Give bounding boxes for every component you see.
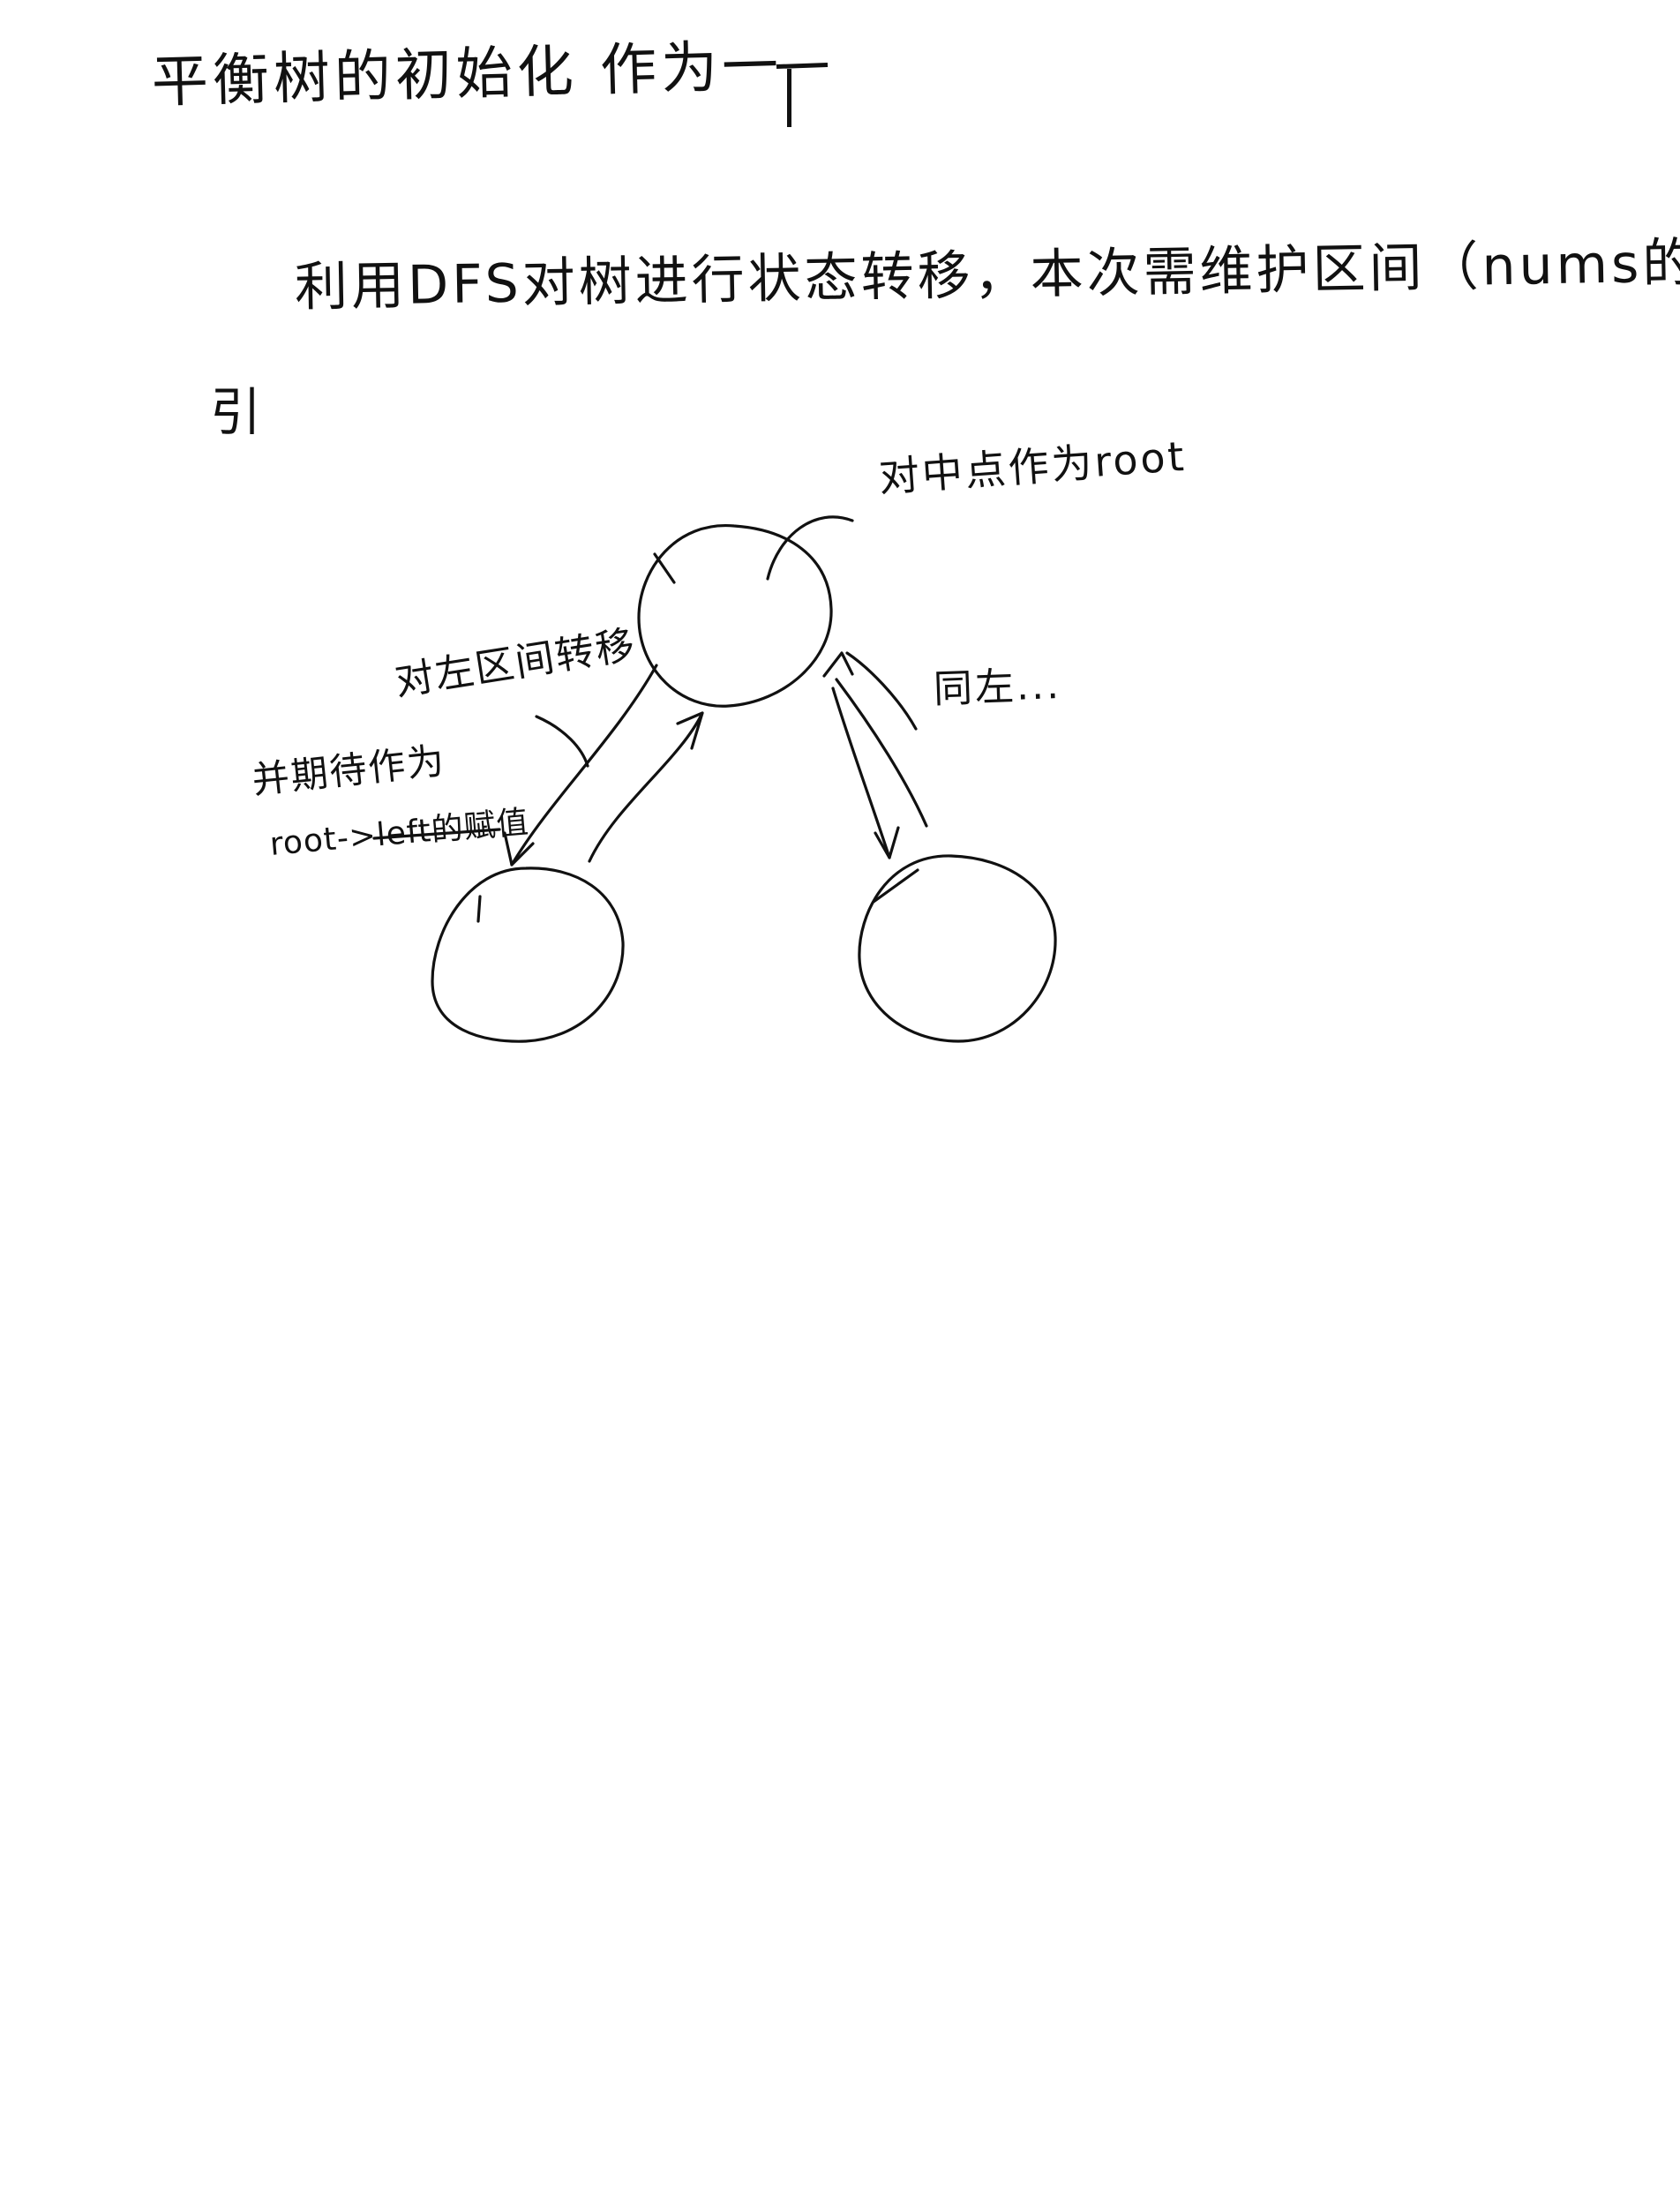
right-node-circle-icon bbox=[858, 854, 1057, 1043]
root-to-left-arrow bbox=[510, 664, 658, 867]
root-to-left-arrowhead bbox=[503, 831, 535, 867]
right-leader-line bbox=[845, 651, 918, 731]
right-to-root-arrowhead bbox=[822, 651, 854, 678]
root-to-right-arrowhead bbox=[874, 826, 900, 859]
root-leader-line bbox=[766, 515, 854, 581]
right-node-tick bbox=[872, 868, 919, 904]
root-node-circle-icon bbox=[637, 524, 833, 708]
left-leader-line bbox=[535, 715, 589, 768]
root-to-right-arrow bbox=[831, 687, 891, 859]
left-node-circle-icon bbox=[431, 867, 625, 1043]
left-node-tick bbox=[476, 895, 482, 923]
root-node-tick bbox=[653, 552, 676, 584]
left-to-root-arrowhead bbox=[676, 711, 704, 750]
title-glyph-stem bbox=[787, 69, 791, 127]
assignment-underline bbox=[372, 828, 501, 840]
right-to-root-arrow bbox=[835, 678, 928, 828]
description-line-continued: 引 bbox=[210, 382, 262, 442]
left-to-root-arrow bbox=[588, 711, 704, 863]
